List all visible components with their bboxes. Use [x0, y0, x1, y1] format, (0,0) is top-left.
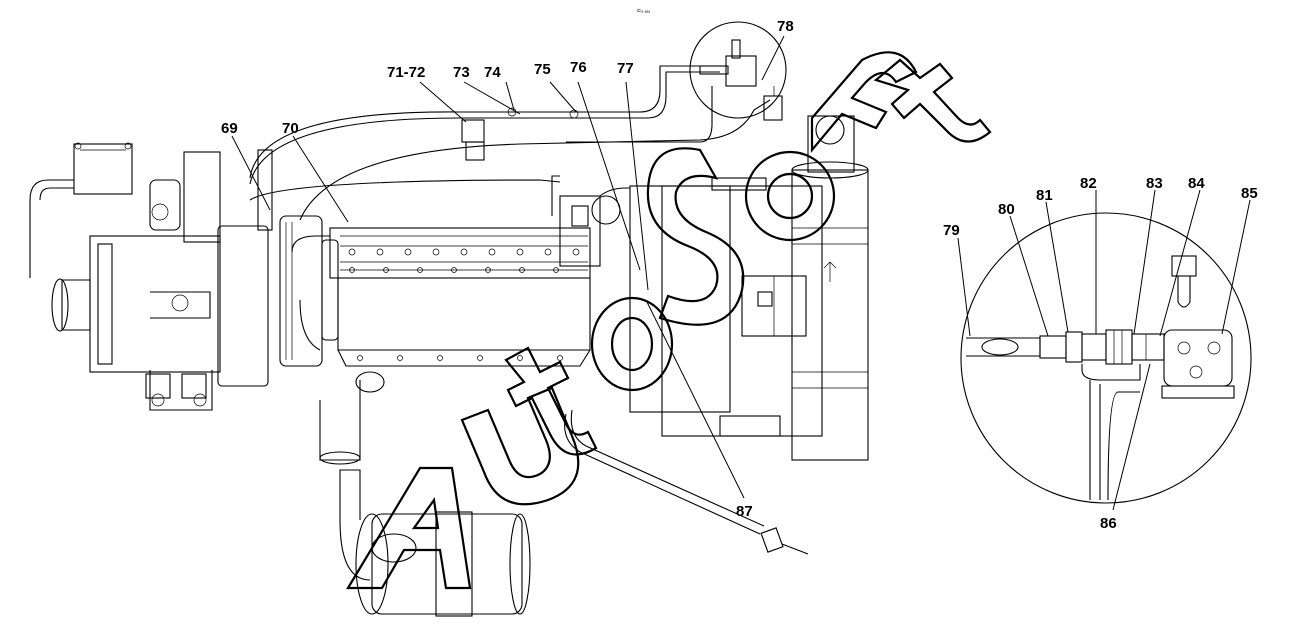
callout-86: 86 — [1100, 515, 1117, 532]
header-mark: ⊏ₐ ₐₐₐ — [637, 8, 650, 14]
callout-87: 87 — [736, 503, 753, 520]
radiator — [591, 115, 869, 461]
callout-75: 75 — [534, 61, 551, 78]
callout-81: 81 — [1036, 187, 1053, 204]
callout-73: 73 — [453, 64, 470, 81]
leader-lines — [231, 35, 1251, 511]
callout-85: 85 — [1241, 185, 1258, 202]
callout-69: 69 — [221, 120, 238, 137]
callout-83: 83 — [1146, 175, 1163, 192]
callout-80: 80 — [998, 201, 1015, 218]
watermark-letter-o-inner — [610, 316, 654, 372]
callout-76: 76 — [570, 59, 587, 76]
watermark — [346, 51, 992, 590]
gearbox-assembly — [29, 142, 273, 411]
callout-79: 79 — [943, 222, 960, 239]
callout-71-72: 71-72 — [387, 64, 425, 81]
callout-74: 74 — [484, 64, 501, 81]
air-filter — [339, 469, 531, 617]
callout-70: 70 — [282, 120, 299, 137]
fuel-lines — [249, 65, 809, 555]
callout-84: 84 — [1188, 175, 1205, 192]
watermark-letter-t-2 — [873, 58, 992, 143]
watermark-letter-f — [810, 51, 918, 154]
detail-circle-top — [689, 21, 787, 121]
watermark-letter-u — [460, 386, 580, 506]
callout-labels: 69 70 71-72 73 74 75 76 77 78 79 80 81 8… — [221, 18, 1258, 532]
watermark-letter-o-2-inner — [766, 172, 814, 220]
watermark-letter-t — [504, 346, 598, 456]
callout-77: 77 — [617, 60, 634, 77]
engine-block — [321, 195, 601, 367]
detail-circle-right — [960, 212, 1252, 504]
watermark-letter-a — [346, 466, 472, 590]
callout-82: 82 — [1080, 175, 1097, 192]
callout-78: 78 — [777, 18, 794, 35]
watermark-letter-s — [646, 147, 745, 326]
watermark-letter-o — [590, 296, 674, 392]
turbo-housing — [279, 215, 385, 465]
watermark-letter-o-2 — [744, 150, 836, 242]
